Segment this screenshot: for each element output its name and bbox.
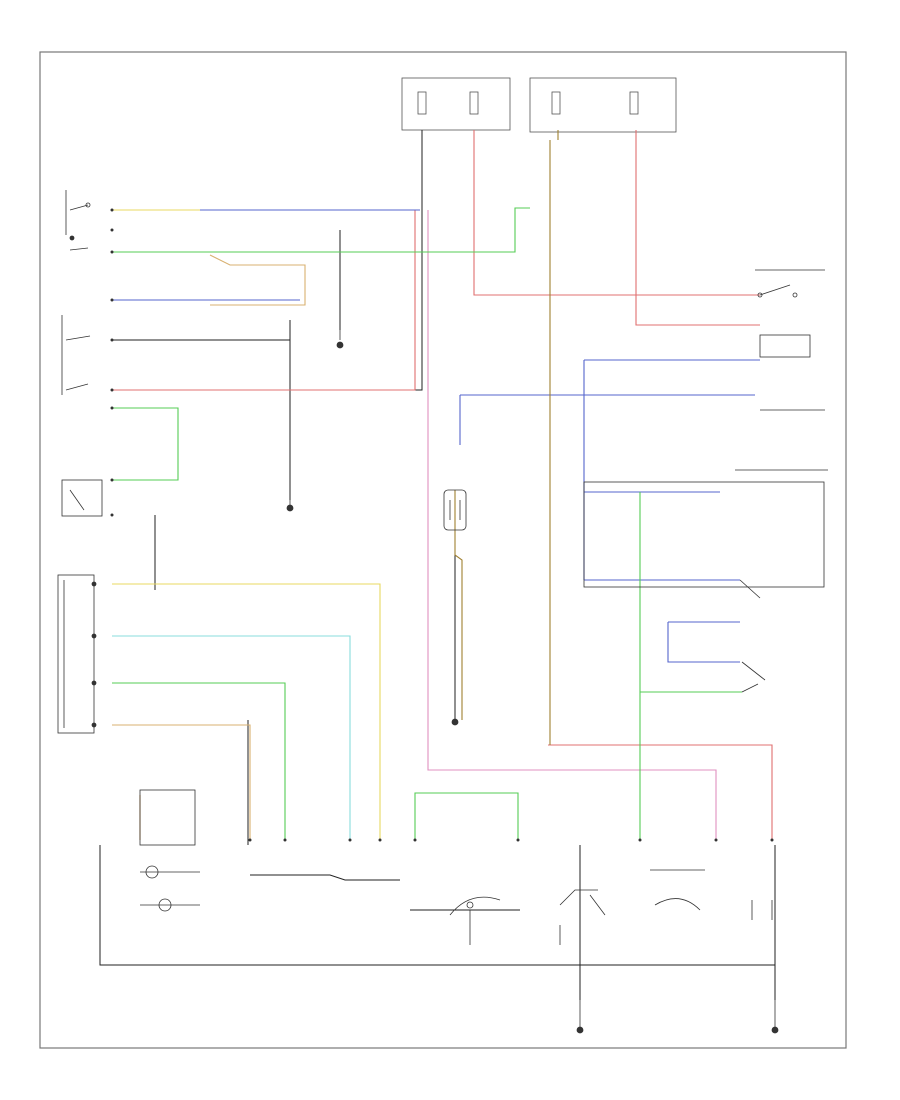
wire-yellow-tan: [112, 209, 381, 840]
fuse-panel-top-center: [401, 77, 511, 131]
wire-brown: [454, 130, 559, 745]
connector-dots: [110, 208, 774, 842]
ground-bottom-right: [771, 1000, 779, 1034]
blower-motor-resistor: [57, 574, 97, 734]
wire-tan-orange: [112, 254, 306, 840]
ac-clutch-cycling-switch: [61, 315, 91, 395]
wire-black-harness: [99, 130, 776, 1000]
headlamp-switch: [65, 190, 91, 251]
blower-motor: [449, 896, 501, 945]
ground-left-middle: [286, 500, 294, 512]
ground-bottom-left: [576, 1000, 584, 1034]
diagram-frame: [39, 51, 847, 1049]
ac-mode-switch: [61, 479, 103, 517]
right-switch-upper: [755, 269, 825, 298]
right-box: [735, 334, 828, 471]
pcm: [583, 481, 825, 588]
ac-clutch: [650, 869, 705, 911]
wire-green: [112, 207, 742, 840]
wire-blue: [112, 209, 760, 663]
ground-left-upper: [336, 330, 344, 349]
blower-relay: [139, 789, 200, 912]
ac-clutch-relay: [559, 889, 606, 945]
wire-light-blue: [112, 635, 351, 840]
wire-pink: [427, 210, 717, 840]
ground-center: [451, 718, 459, 726]
ac-switch-right: [739, 579, 766, 693]
wire-red: [112, 130, 773, 840]
right-diode: [751, 900, 773, 920]
ac-pressure-switch: [443, 489, 467, 531]
fuse-panel-top-right: [529, 77, 677, 133]
